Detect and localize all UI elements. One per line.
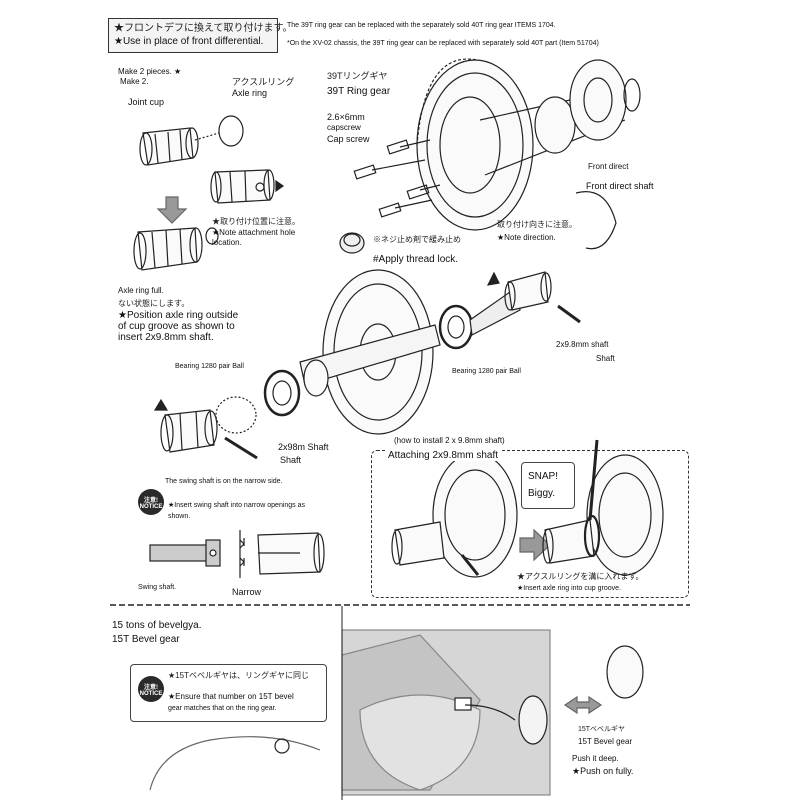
shaft-left-a: 2x98m Shaft bbox=[278, 442, 329, 452]
direction-jp: 取り付け向きに注意。 bbox=[497, 220, 577, 229]
ring-gear-top bbox=[416, 58, 641, 250]
joint-cup-bottom bbox=[133, 227, 219, 271]
joint-jp-line: ない状態にします。 bbox=[118, 299, 190, 308]
notice-jp: 注意! bbox=[144, 497, 158, 504]
push-2: ★Push on fully. bbox=[572, 766, 634, 776]
notice-en-2: NOTICE bbox=[139, 690, 163, 697]
attach-title: Attaching 2x9.8mm shaft bbox=[385, 450, 502, 461]
bearing-left: Bearing 1280 pair Ball bbox=[175, 363, 244, 370]
snap-callout bbox=[521, 462, 575, 509]
insert-line-1: ★Insert swing shaft into narrow openings… bbox=[168, 502, 306, 509]
diff-assembly bbox=[153, 269, 581, 460]
make2-b: Make 2. bbox=[120, 77, 149, 86]
snap-2: Biggy. bbox=[528, 488, 556, 499]
attach-how: (how to install 2 x 9.8mm shaft) bbox=[394, 436, 505, 445]
notice-badge-2: 注意! NOTICE bbox=[138, 676, 164, 702]
cap-screws bbox=[353, 139, 441, 218]
position-1: ★Position axle ring outside bbox=[118, 310, 239, 321]
bevel-label-jp: 15Tベベルギヤ bbox=[578, 726, 626, 733]
axle-ring bbox=[218, 115, 244, 147]
header-box bbox=[108, 18, 278, 53]
header-note-1: The 39T ring gear can be replaced with t… bbox=[287, 22, 556, 29]
insert-line-2: shown. bbox=[168, 513, 191, 520]
position-2: of cup groove as shown to bbox=[118, 321, 235, 332]
axle-ring-jp: アクスルリング bbox=[232, 77, 295, 87]
bearing-right: Bearing 1280 pair Ball bbox=[452, 368, 521, 375]
ring-gear-label: 39T Ring gear bbox=[327, 86, 391, 97]
axle-full: Axle ring full. bbox=[118, 286, 164, 295]
attach-jp: ★取り付け位置に注意。 bbox=[212, 217, 300, 226]
snap-1: SNAP! bbox=[528, 471, 559, 482]
bevel-en-2: gear matches that on the ring gear. bbox=[168, 705, 277, 712]
bevel-label-en: 15T Bevel gear bbox=[578, 737, 633, 746]
swing-note: The swing shaft is on the narrow side. bbox=[165, 478, 283, 485]
thread-en: #Apply thread lock. bbox=[373, 254, 459, 265]
thread-jp: ※ネジ止め剤で緩み止め bbox=[373, 235, 461, 244]
axle-ring-label: Axle ring bbox=[232, 88, 268, 98]
bevel-title-1: 15 tons of bevelgya. bbox=[112, 620, 202, 631]
swing-shaft-label: Swing shaft. bbox=[138, 584, 177, 591]
joint-cup-top bbox=[139, 127, 199, 166]
notice-badge-1: 注意! NOTICE bbox=[138, 489, 164, 515]
shaft-right-b: Shaft bbox=[596, 354, 615, 363]
attach-en-1: ★Note attachment hole bbox=[212, 228, 296, 237]
direction-en: ★Note direction. bbox=[497, 233, 556, 242]
attachment-cup bbox=[210, 169, 285, 204]
narrow-label: Narrow bbox=[232, 587, 262, 597]
header-en: ★Use in place of front differential. bbox=[114, 36, 264, 47]
notice-jp-2: 注意! bbox=[144, 684, 158, 691]
front-direct-b: Front direct shaft bbox=[586, 181, 654, 191]
joint-cup-label: Joint cup bbox=[128, 97, 165, 107]
screw-size: 2.6×6mm bbox=[327, 112, 365, 122]
shaft-right-a: 2x9.8mm shaft bbox=[556, 340, 609, 349]
bevel-en-1: ★Ensure that number on 15T bevel bbox=[168, 692, 294, 701]
attach-panel-frame bbox=[371, 450, 689, 598]
cap-screw-label: Cap screw bbox=[327, 134, 370, 144]
make2-a: Make 2 pieces. ★ bbox=[118, 67, 182, 76]
position-3: insert 2x9.8mm shaft. bbox=[118, 332, 214, 343]
bevel-jp: ★15Tベベルギヤは、リングギヤに同じ bbox=[168, 671, 309, 680]
attach-en: ★Insert axle ring into cup groove. bbox=[517, 585, 621, 592]
push-1: Push it deep. bbox=[572, 754, 619, 763]
header-note-2: *On the XV-02 chassis, the 39T ring gear… bbox=[287, 40, 599, 47]
attach-jp: ★アクスルリングを溝に入れます。 bbox=[517, 572, 644, 581]
notice-en: NOTICE bbox=[139, 503, 163, 510]
attach-drawings bbox=[391, 439, 664, 578]
ring-gear-jp: 39Tリングギヤ bbox=[327, 71, 388, 81]
bevel-title-2: 15T Bevel gear bbox=[112, 634, 180, 645]
shaft-left-b: Shaft bbox=[280, 455, 302, 465]
swing-shaft-drawing bbox=[149, 530, 325, 578]
bevel-notice-box bbox=[130, 664, 327, 722]
screw-type: capscrew bbox=[327, 123, 361, 132]
front-direct-a: Front direct bbox=[588, 162, 629, 171]
thread-lock-bottle bbox=[339, 232, 365, 254]
header-jp: ★フロントデフに換えて取り付けます。 bbox=[114, 23, 293, 34]
attach-en-2: location. bbox=[212, 238, 242, 247]
bevel-chassis bbox=[341, 629, 644, 796]
